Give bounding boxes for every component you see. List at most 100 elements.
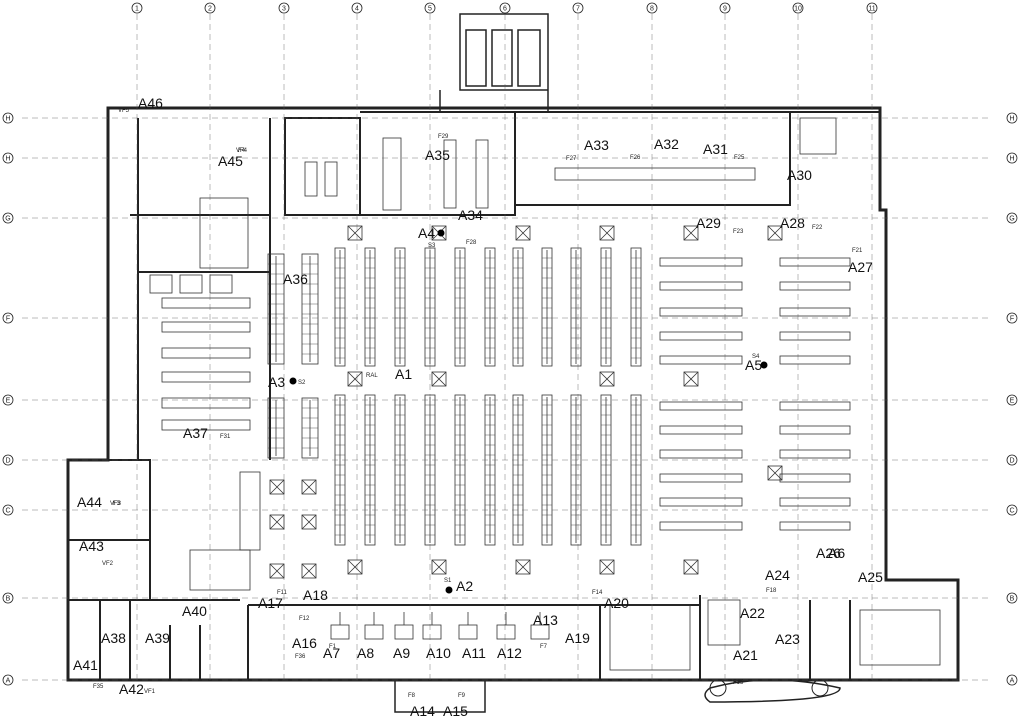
fixture-label: VF1 bbox=[144, 689, 156, 695]
office-room bbox=[799, 117, 837, 155]
pallet-cross bbox=[599, 371, 615, 387]
shelf-row bbox=[779, 497, 851, 507]
shelf-row bbox=[659, 281, 743, 291]
storage-rack bbox=[161, 297, 251, 309]
grid-column-label: 8 bbox=[650, 6, 654, 13]
shelf-gondola bbox=[570, 394, 582, 546]
grid-bubble bbox=[2, 112, 14, 124]
area-label: A16 bbox=[292, 635, 317, 651]
fixture-label: F14 bbox=[592, 590, 603, 596]
area-label: A7 bbox=[323, 645, 340, 661]
top-offices-wall bbox=[284, 111, 881, 216]
fixture-label: S2 bbox=[298, 380, 306, 386]
shelf-gondola bbox=[454, 394, 466, 546]
pallet-outline bbox=[767, 225, 783, 241]
grid-bubble bbox=[1006, 312, 1018, 324]
grid-row-label: H bbox=[5, 116, 10, 123]
pallet bbox=[515, 559, 531, 575]
grid-row-label: D bbox=[1009, 458, 1014, 465]
storage-room bbox=[189, 549, 251, 591]
marker-dot bbox=[445, 586, 453, 594]
area-label: A26 bbox=[816, 545, 841, 561]
area-label: A20 bbox=[604, 595, 629, 611]
storage-rack bbox=[161, 347, 251, 359]
shelf-row bbox=[659, 401, 743, 411]
grid-bubble bbox=[1006, 394, 1018, 406]
area-label: A40 bbox=[182, 603, 207, 619]
shelf-gondola bbox=[541, 247, 553, 367]
shelf-gondola bbox=[334, 394, 346, 546]
grid-bubble bbox=[2, 454, 14, 466]
fixture-label: F15 bbox=[733, 680, 744, 686]
area-label: A31 bbox=[703, 141, 728, 157]
shelf-row bbox=[659, 521, 743, 531]
pallet-outline bbox=[767, 465, 783, 481]
front-strip-wall bbox=[247, 595, 851, 680]
grid-bubble bbox=[2, 504, 14, 516]
pallet-cross bbox=[347, 559, 363, 575]
shelf-gondola bbox=[364, 247, 376, 367]
grid-bubble bbox=[1006, 454, 1018, 466]
area-label: A25 bbox=[858, 569, 883, 585]
storage-rack bbox=[324, 161, 338, 197]
pallet bbox=[301, 479, 317, 495]
area-label: A12 bbox=[497, 645, 522, 661]
shelf-gondola bbox=[394, 394, 406, 546]
grid-bubble bbox=[719, 2, 731, 14]
pallet-cross bbox=[683, 225, 699, 241]
grid-bubble bbox=[1006, 112, 1018, 124]
area-label: A32 bbox=[654, 136, 679, 152]
pallet-cross bbox=[269, 514, 285, 530]
storage-rack bbox=[554, 167, 756, 181]
pallet-cross bbox=[301, 563, 317, 579]
fixture-label: F4 bbox=[238, 148, 246, 154]
pallet-outline bbox=[431, 559, 447, 575]
fixture-label: F35 bbox=[93, 684, 104, 690]
pallet-outline bbox=[683, 559, 699, 575]
shelf-gondola bbox=[394, 247, 406, 367]
fixture-label: F36 bbox=[295, 654, 306, 660]
fixture-label: F31 bbox=[220, 434, 231, 440]
pallet bbox=[347, 559, 363, 575]
pallet-cross bbox=[599, 559, 615, 575]
shelf-row bbox=[779, 355, 851, 365]
fixture-label: F23 bbox=[733, 229, 744, 235]
area-label: A4 bbox=[418, 225, 435, 241]
pallet bbox=[269, 514, 285, 530]
grid-bubble bbox=[1006, 592, 1018, 604]
grid-row-label: G bbox=[5, 216, 10, 223]
area-label: A1 bbox=[395, 366, 412, 382]
grid-column-label: 4 bbox=[355, 6, 359, 13]
area-label: A27 bbox=[848, 259, 873, 275]
fixture-label: F11 bbox=[277, 590, 288, 596]
area-label: A8 bbox=[357, 645, 374, 661]
shelf-row bbox=[779, 449, 851, 459]
pallet-outline bbox=[431, 225, 447, 241]
shelf-row bbox=[779, 473, 851, 483]
fixture-label: RAL bbox=[366, 373, 378, 379]
grid-bubble bbox=[1006, 674, 1018, 686]
checkout-counter bbox=[364, 624, 384, 640]
office-room bbox=[609, 604, 691, 671]
pallet-outline bbox=[301, 563, 317, 579]
area-label: A21 bbox=[733, 647, 758, 663]
checkout-counter bbox=[422, 624, 442, 640]
grid-bubble bbox=[2, 212, 14, 224]
shelf-row bbox=[659, 449, 743, 459]
storage-room bbox=[239, 471, 261, 551]
area-label: A9 bbox=[393, 645, 410, 661]
shelf-gondola bbox=[454, 247, 466, 367]
kitchen-room bbox=[859, 609, 941, 666]
storage-rack bbox=[443, 139, 457, 209]
pallet-cross bbox=[301, 514, 317, 530]
grid-row-label: H bbox=[1009, 156, 1014, 163]
shelf-row bbox=[659, 331, 743, 341]
fixture-label: F29 bbox=[438, 134, 449, 140]
pallet bbox=[599, 559, 615, 575]
fixture-label: F7 bbox=[540, 644, 548, 650]
grid-row-label: F bbox=[6, 316, 10, 323]
pallet-outline bbox=[683, 225, 699, 241]
pallet-outline bbox=[347, 559, 363, 575]
grid-bubble bbox=[2, 592, 14, 604]
shelf-row bbox=[779, 425, 851, 435]
